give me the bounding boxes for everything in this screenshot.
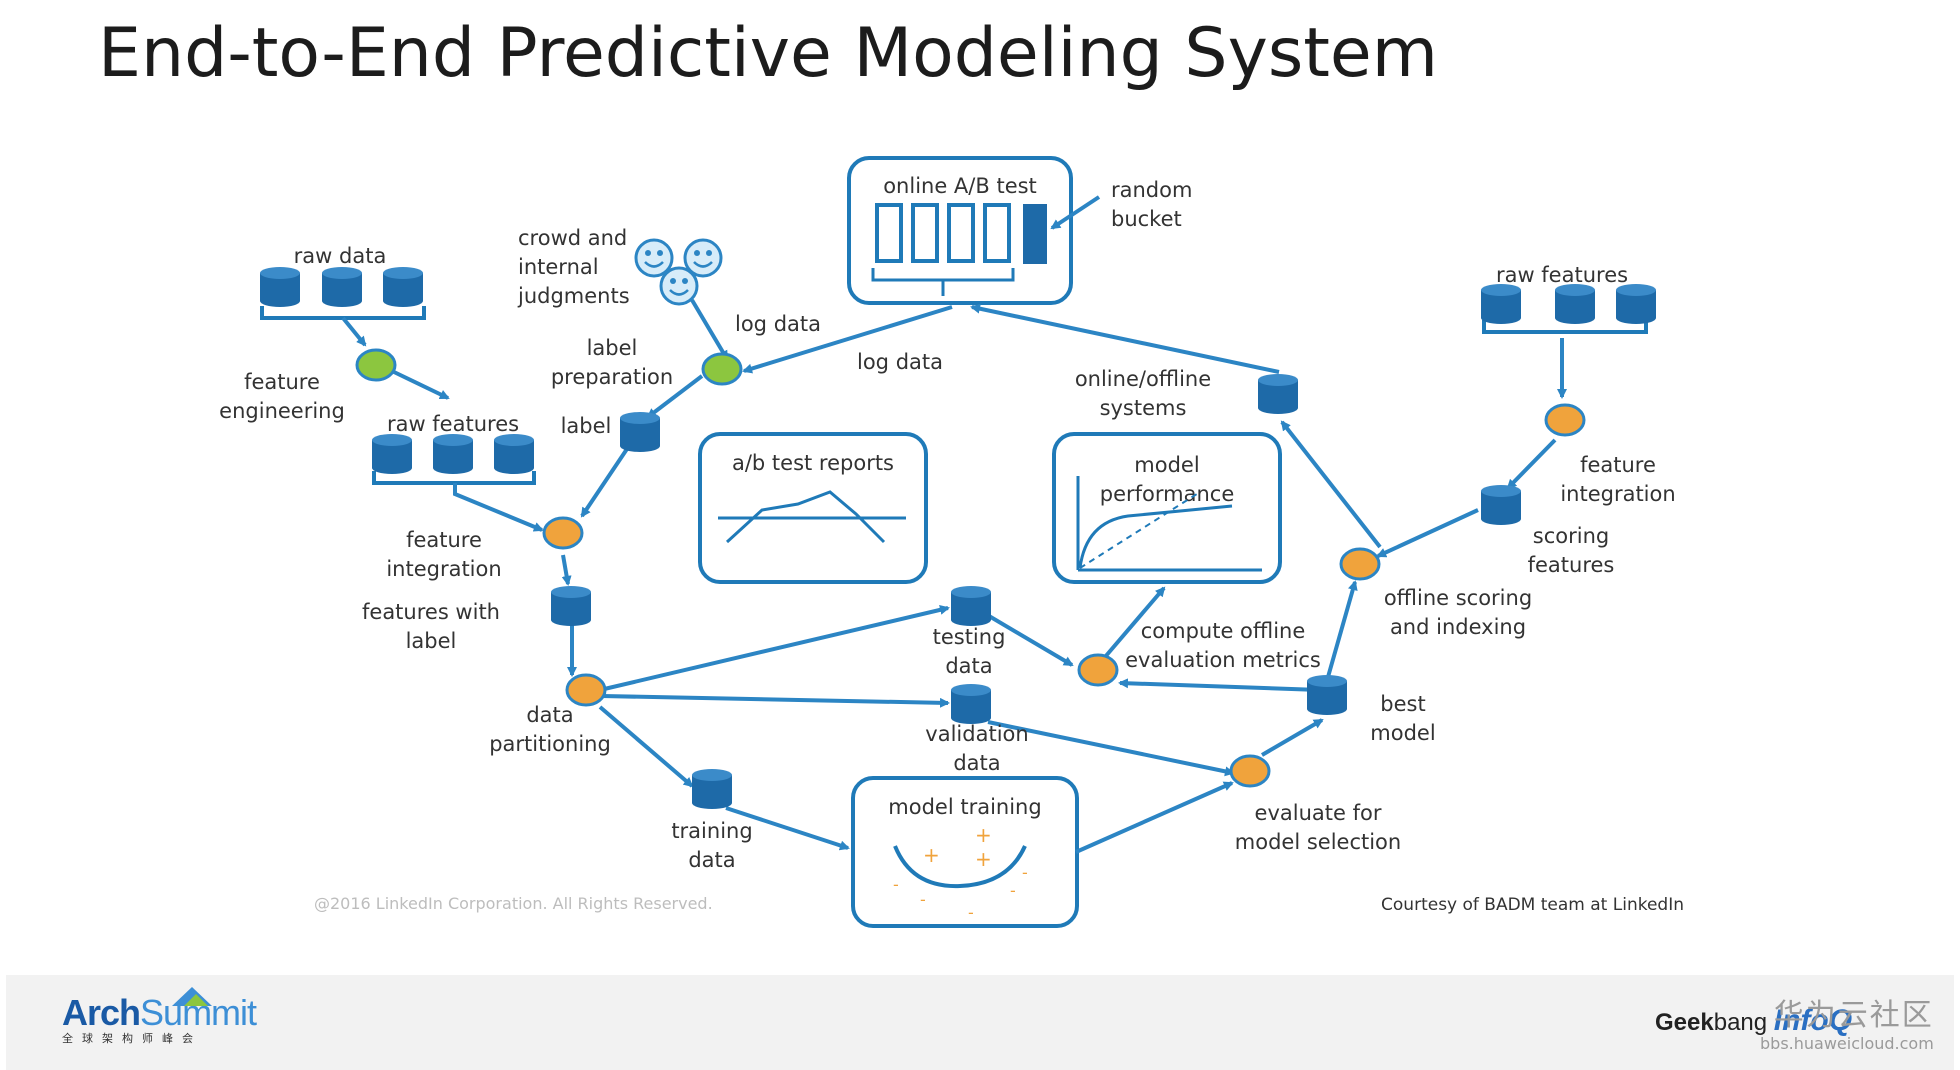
archsummit-logo: ArchSummit 全球架构师峰会 bbox=[62, 987, 257, 1046]
raw-features-right-dbs bbox=[1481, 284, 1656, 324]
svg-text:random: random bbox=[1111, 178, 1192, 202]
svg-text:-: - bbox=[893, 875, 899, 894]
courtesy-text: Courtesy of BADM team at LinkedIn bbox=[1381, 895, 1684, 915]
svg-text:+: + bbox=[923, 843, 940, 867]
svg-text:label: label bbox=[587, 336, 638, 360]
svg-text:feature: feature bbox=[1580, 453, 1656, 477]
online-offline-db-icon bbox=[1258, 374, 1298, 414]
label-preparation-node bbox=[701, 352, 743, 386]
svg-text:crowd and: crowd and bbox=[518, 226, 627, 250]
svg-text:offline scoring: offline scoring bbox=[1384, 586, 1532, 610]
database-icon bbox=[494, 434, 534, 474]
mountain-icon bbox=[172, 987, 212, 1006]
svg-text:label: label bbox=[561, 414, 612, 438]
svg-text:integration: integration bbox=[386, 557, 501, 581]
svg-text:testing: testing bbox=[933, 625, 1006, 649]
raw-data-label: raw data bbox=[294, 244, 387, 268]
svg-text:partitioning: partitioning bbox=[489, 732, 611, 756]
svg-text:model selection: model selection bbox=[1235, 830, 1401, 854]
model-performance-box: model performance bbox=[1052, 432, 1282, 584]
compute-offline-metrics-node bbox=[1077, 653, 1119, 687]
svg-text:data: data bbox=[953, 751, 1000, 775]
smiley-icon bbox=[634, 238, 674, 278]
svg-text:scoring: scoring bbox=[1533, 524, 1609, 548]
ab-test-reports-box: a/b test reports bbox=[698, 432, 928, 584]
svg-text:raw features: raw features bbox=[1496, 263, 1628, 287]
svg-text:features: features bbox=[1528, 553, 1615, 577]
model-performance-title-2: performance bbox=[1100, 482, 1235, 506]
best-model-db-icon bbox=[1307, 675, 1347, 715]
database-icon bbox=[433, 434, 473, 474]
model-performance-title-1: model bbox=[1134, 453, 1199, 477]
feature-integration-left-node bbox=[542, 516, 584, 550]
svg-text:+: + bbox=[975, 823, 992, 847]
database-icon bbox=[383, 267, 423, 307]
svg-text:and indexing: and indexing bbox=[1390, 615, 1526, 639]
raw-features-left-dbs bbox=[372, 434, 534, 474]
svg-text:compute offline: compute offline bbox=[1141, 619, 1306, 643]
slide-title: End-to-End Predictive Modeling System bbox=[98, 14, 1438, 93]
svg-text:engineering: engineering bbox=[219, 399, 345, 423]
svg-text:model: model bbox=[1370, 721, 1435, 745]
database-icon bbox=[1616, 284, 1656, 324]
svg-text:+: + bbox=[975, 847, 992, 871]
svg-text:log data: log data bbox=[735, 312, 821, 336]
database-icon bbox=[1481, 284, 1521, 324]
svg-text:bucket: bucket bbox=[1111, 207, 1182, 231]
offline-scoring-node bbox=[1339, 547, 1381, 581]
svg-text:-: - bbox=[1022, 863, 1028, 882]
svg-text:feature: feature bbox=[406, 528, 482, 552]
online-ab-test-title: online A/B test bbox=[883, 174, 1037, 198]
copyright-text: @2016 LinkedIn Corporation. All Rights R… bbox=[314, 894, 713, 913]
database-icon bbox=[322, 267, 362, 307]
evaluate-model-selection-node bbox=[1229, 754, 1271, 788]
svg-text:log data: log data bbox=[857, 350, 943, 374]
svg-text:data: data bbox=[945, 654, 992, 678]
training-data-db-icon bbox=[692, 769, 732, 809]
svg-text:validation: validation bbox=[925, 722, 1028, 746]
geekbang-infoq-logo: Geekbang InfoQ bbox=[1655, 1004, 1853, 1037]
svg-text:label: label bbox=[406, 629, 457, 653]
ab-test-reports-title: a/b test reports bbox=[732, 451, 894, 475]
svg-text:data: data bbox=[688, 848, 735, 872]
flow-arrows bbox=[341, 195, 1567, 854]
svg-text:-: - bbox=[920, 890, 926, 909]
model-training-box: model training + + + - - - - - bbox=[851, 776, 1079, 928]
database-icon bbox=[1555, 284, 1595, 324]
huaweicloud-watermark: 华为云社区 bbs.huaweicloud.com bbox=[1760, 998, 1934, 1053]
online-ab-test-box: online A/B test bbox=[847, 156, 1073, 305]
smiley-icon bbox=[659, 266, 699, 306]
svg-text:training: training bbox=[671, 819, 752, 843]
svg-text:-: - bbox=[968, 903, 974, 922]
svg-text:integration: integration bbox=[1560, 482, 1675, 506]
feature-integration-right-node bbox=[1544, 403, 1586, 437]
svg-text:preparation: preparation bbox=[551, 365, 673, 389]
features-with-label-db-icon bbox=[551, 586, 591, 626]
svg-text:data: data bbox=[526, 703, 573, 727]
database-icon bbox=[260, 267, 300, 307]
model-training-title: model training bbox=[888, 795, 1041, 819]
svg-text:features with: features with bbox=[362, 600, 500, 624]
validation-data-db-icon bbox=[951, 684, 991, 724]
raw-features-left-label: raw features bbox=[387, 412, 519, 436]
database-icon bbox=[372, 434, 412, 474]
svg-text:systems: systems bbox=[1100, 396, 1187, 420]
svg-text:evaluation metrics: evaluation metrics bbox=[1125, 648, 1321, 672]
feature-engineering-node bbox=[355, 348, 397, 382]
svg-text:best: best bbox=[1380, 692, 1425, 716]
testing-data-db-icon bbox=[951, 586, 991, 626]
svg-text:internal: internal bbox=[518, 255, 599, 279]
random-bucket-bar bbox=[1023, 204, 1047, 264]
footer-bar bbox=[6, 975, 1954, 1070]
label-db-icon bbox=[620, 412, 660, 452]
scoring-features-db-icon bbox=[1481, 485, 1521, 525]
data-partitioning-node bbox=[565, 673, 607, 707]
svg-text:online/offline: online/offline bbox=[1075, 367, 1211, 391]
raw-data-dbs bbox=[260, 267, 423, 307]
svg-text:evaluate for: evaluate for bbox=[1255, 801, 1382, 825]
svg-text:feature: feature bbox=[244, 370, 320, 394]
svg-text:-: - bbox=[1010, 881, 1016, 900]
svg-text:judgments: judgments bbox=[517, 284, 630, 308]
